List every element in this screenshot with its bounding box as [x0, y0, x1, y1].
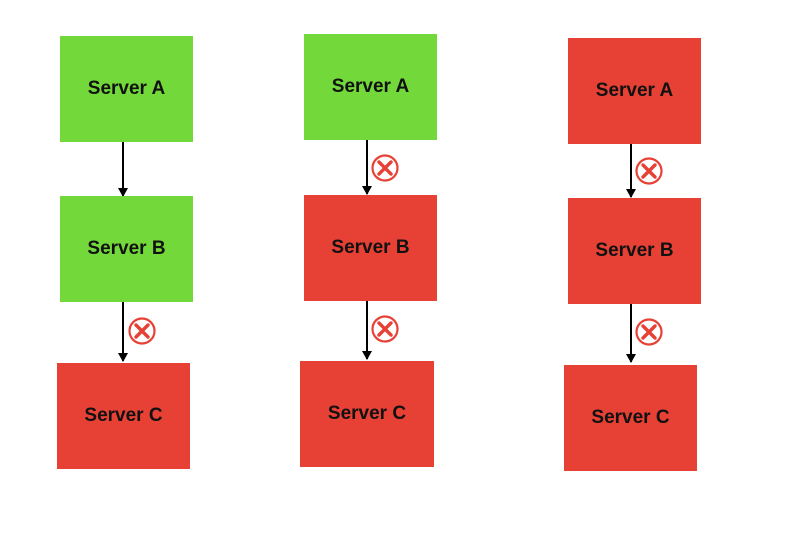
server-label: Server B	[331, 237, 410, 258]
server-label: Server B	[87, 238, 166, 259]
server-a-box: Server A	[304, 34, 437, 140]
connection-arrow	[118, 142, 128, 197]
connection-arrow	[362, 301, 372, 360]
server-label: Server B	[595, 240, 674, 261]
failed-connection-icon	[635, 157, 663, 185]
server-b-box: Server B	[304, 195, 437, 301]
server-label: Server C	[84, 405, 163, 426]
server-c-box: Server C	[57, 363, 190, 469]
server-label: Server A	[595, 80, 674, 101]
server-a-box: Server A	[568, 38, 701, 144]
connection-arrow	[626, 144, 636, 198]
failed-connection-icon	[635, 318, 663, 346]
failed-connection-icon	[128, 317, 156, 345]
failed-connection-icon	[371, 154, 399, 182]
server-label: Server A	[331, 76, 410, 97]
server-label: Server A	[87, 78, 166, 99]
server-c-box: Server C	[300, 361, 434, 467]
server-b-box: Server B	[60, 196, 193, 302]
failed-connection-icon	[371, 315, 399, 343]
server-a-box: Server A	[60, 36, 193, 142]
server-c-box: Server C	[564, 365, 697, 471]
server-label: Server C	[327, 403, 407, 424]
connection-arrow	[362, 140, 372, 195]
connection-arrow	[626, 304, 636, 363]
connection-arrow	[118, 302, 128, 362]
server-label: Server C	[591, 407, 670, 428]
server-b-box: Server B	[568, 198, 701, 304]
